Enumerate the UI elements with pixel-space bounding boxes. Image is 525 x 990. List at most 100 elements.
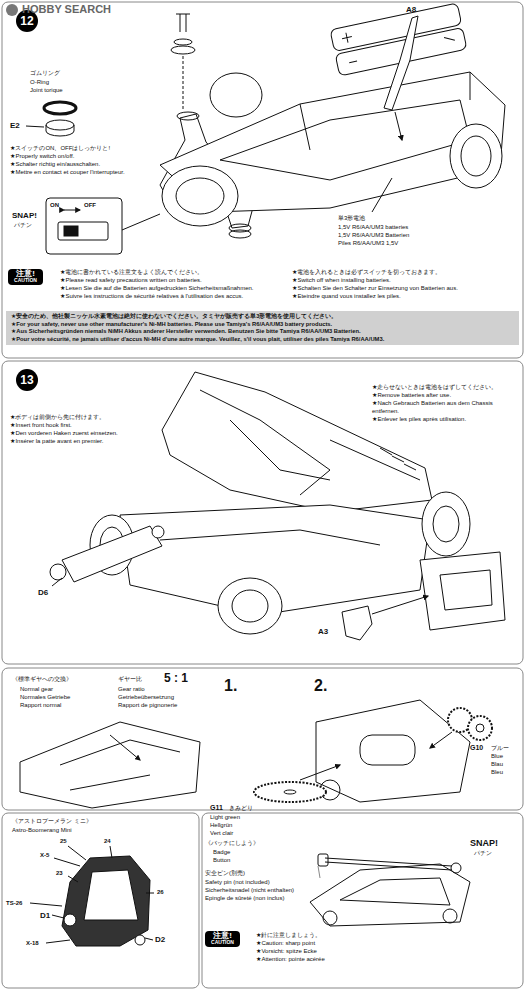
badge-car bbox=[310, 864, 470, 926]
note-text: Badge bbox=[213, 849, 230, 857]
stay-a3-stroke bbox=[372, 596, 428, 614]
note-text: 安全ピン(別売) bbox=[205, 870, 245, 878]
caution-badge-text: CAUTION bbox=[210, 940, 235, 945]
watermark: HOBBY SEARCH bbox=[22, 3, 111, 17]
note-text: ★電池を入れるときは必ずスイッチを切っておきます。 bbox=[292, 269, 441, 277]
switch-inset-stroke bbox=[122, 214, 160, 230]
battery-clip-a8-stroke bbox=[395, 112, 402, 140]
front-bumper-d6-stroke bbox=[50, 564, 66, 580]
note-text: Gear ratio bbox=[118, 686, 145, 694]
rear-inset bbox=[420, 552, 505, 630]
note-text: ★ボディは前側から先に付けます。 bbox=[10, 414, 105, 422]
note-text: Bleu bbox=[491, 769, 503, 777]
note-text: ★Insérer la patte avant en premier. bbox=[10, 438, 103, 446]
note-text: ★Vorsicht: spitze Ecke bbox=[256, 948, 317, 956]
battery-pack-stroke bbox=[341, 11, 455, 63]
o-ring-part-stroke bbox=[46, 125, 74, 136]
panel-frame-stroke bbox=[2, 813, 199, 988]
note-text: O-Ring bbox=[30, 79, 49, 87]
gear-box-stroke bbox=[360, 735, 415, 765]
note-text: ★Switch off when installing batteries. bbox=[292, 277, 391, 285]
note-text: ★走らせないときは電池をはずしてください。 bbox=[372, 384, 497, 392]
badge-car-stroke bbox=[323, 911, 337, 925]
note-text: ★Schalter richtig ein/ausschalten. bbox=[10, 161, 100, 169]
note-text: ★Please read safety precautions written … bbox=[60, 277, 202, 285]
wheel-stroke bbox=[176, 178, 224, 214]
chassis-stroke bbox=[160, 530, 380, 545]
badge-car-stroke bbox=[310, 864, 470, 926]
chassis-stroke bbox=[60, 740, 180, 790]
callout-label: D6 bbox=[38, 588, 48, 598]
astro-boomerang-car-stroke bbox=[62, 856, 150, 946]
front-bumper-d6-stroke bbox=[62, 526, 162, 582]
astro-boomerang-car-stroke bbox=[84, 870, 138, 920]
battery-clip-a8 bbox=[372, 16, 418, 212]
note-text: ★Insert front hook first. bbox=[10, 422, 72, 430]
note-text: 1,5V R6/AA/UM3 batteries bbox=[338, 224, 408, 232]
note-text: ★Lesen Sie die auf die Batterien aufgedr… bbox=[60, 285, 254, 293]
roller-stay-stroke bbox=[177, 112, 199, 120]
callout-label: 24 bbox=[104, 838, 111, 846]
callout-label: 23 bbox=[56, 870, 63, 878]
step-number-text: 13 bbox=[20, 373, 33, 387]
note-text: Light green bbox=[210, 814, 240, 822]
callout-label: G11 bbox=[210, 804, 223, 813]
note-text: Button bbox=[213, 857, 230, 865]
note-text: ★Attention: pointe acérée bbox=[256, 956, 325, 964]
o-ring-part-stroke bbox=[46, 120, 74, 130]
step-number: 13 bbox=[16, 369, 38, 391]
switch-inset-stroke bbox=[58, 222, 108, 240]
note-text: ★Schalten Sie den Schalter zur Einsetzun… bbox=[292, 285, 458, 293]
caution-badge-text: 注意! bbox=[13, 270, 38, 278]
car-body-stroke bbox=[380, 448, 416, 470]
note-text: ゴムリング bbox=[30, 70, 60, 78]
callout-label: 5 : 1 bbox=[164, 671, 188, 686]
note-text: Blau bbox=[491, 761, 503, 769]
warning-band-text: ★Pour votre sécurité, ne jamais utiliser… bbox=[11, 336, 514, 344]
switch-inset-stroke bbox=[64, 210, 80, 211]
callout-label: E2 bbox=[10, 121, 20, 131]
callout-label: OFF bbox=[84, 202, 96, 210]
callout-label: 26 bbox=[157, 889, 164, 897]
note-text: 《アストロブーメラン ミニ》 bbox=[12, 818, 92, 826]
wheel bbox=[162, 73, 502, 226]
note-text: 《バッチにしよう》 bbox=[205, 840, 259, 848]
gear-g11-stroke bbox=[284, 790, 296, 794]
note-text: パチン bbox=[14, 222, 32, 230]
callout-label: ON bbox=[50, 202, 59, 210]
note-text: ★Enlever les piles après utilisation. bbox=[372, 416, 466, 424]
gear-g11-stroke bbox=[254, 782, 326, 802]
wheel bbox=[90, 492, 470, 634]
wheel-stroke bbox=[210, 73, 262, 117]
note-text: 単3形電池 bbox=[338, 215, 365, 223]
screw-set-stroke bbox=[176, 14, 190, 32]
caution-badge: 注意!CAUTION bbox=[205, 931, 240, 947]
o-ring-part-stroke bbox=[44, 102, 76, 114]
safety-pin-stroke bbox=[318, 866, 320, 878]
callout-label: SNAP! bbox=[12, 211, 37, 221]
step-number-text: 12 bbox=[20, 14, 33, 28]
rear-inset-stroke bbox=[420, 552, 505, 630]
safety-pin-stroke bbox=[451, 863, 461, 873]
warning-band-text: ★安全のため、他社製ニッケル水素電池は絶対に使わないでください。タミヤが販売する… bbox=[11, 313, 514, 321]
note-text: Normales Getriebe bbox=[20, 694, 70, 702]
stay-a3 bbox=[342, 596, 428, 640]
safety-pin-stroke bbox=[325, 858, 452, 870]
caution-badge-text: CAUTION bbox=[13, 278, 38, 283]
astro-boomerang-car-stroke bbox=[30, 846, 154, 943]
callout-label: A3 bbox=[318, 627, 328, 637]
note-text: ★電池に書かれている注意文をよく読んでください。 bbox=[60, 269, 203, 277]
callout-label: D2 bbox=[155, 935, 165, 945]
note-text: Safety pin (not included) bbox=[205, 879, 270, 887]
panel-frame-stroke bbox=[2, 668, 523, 810]
gear-box bbox=[316, 700, 470, 802]
callout-label: 25 bbox=[60, 838, 67, 846]
callout-label: 1. bbox=[224, 676, 237, 696]
astro-boomerang-car-stroke bbox=[64, 914, 76, 926]
wheel-stroke bbox=[162, 166, 238, 226]
wheel-stroke bbox=[461, 136, 491, 176]
chassis-stroke bbox=[20, 722, 200, 808]
screw-set-stroke bbox=[174, 39, 192, 45]
switch-inset-stroke bbox=[46, 198, 122, 254]
